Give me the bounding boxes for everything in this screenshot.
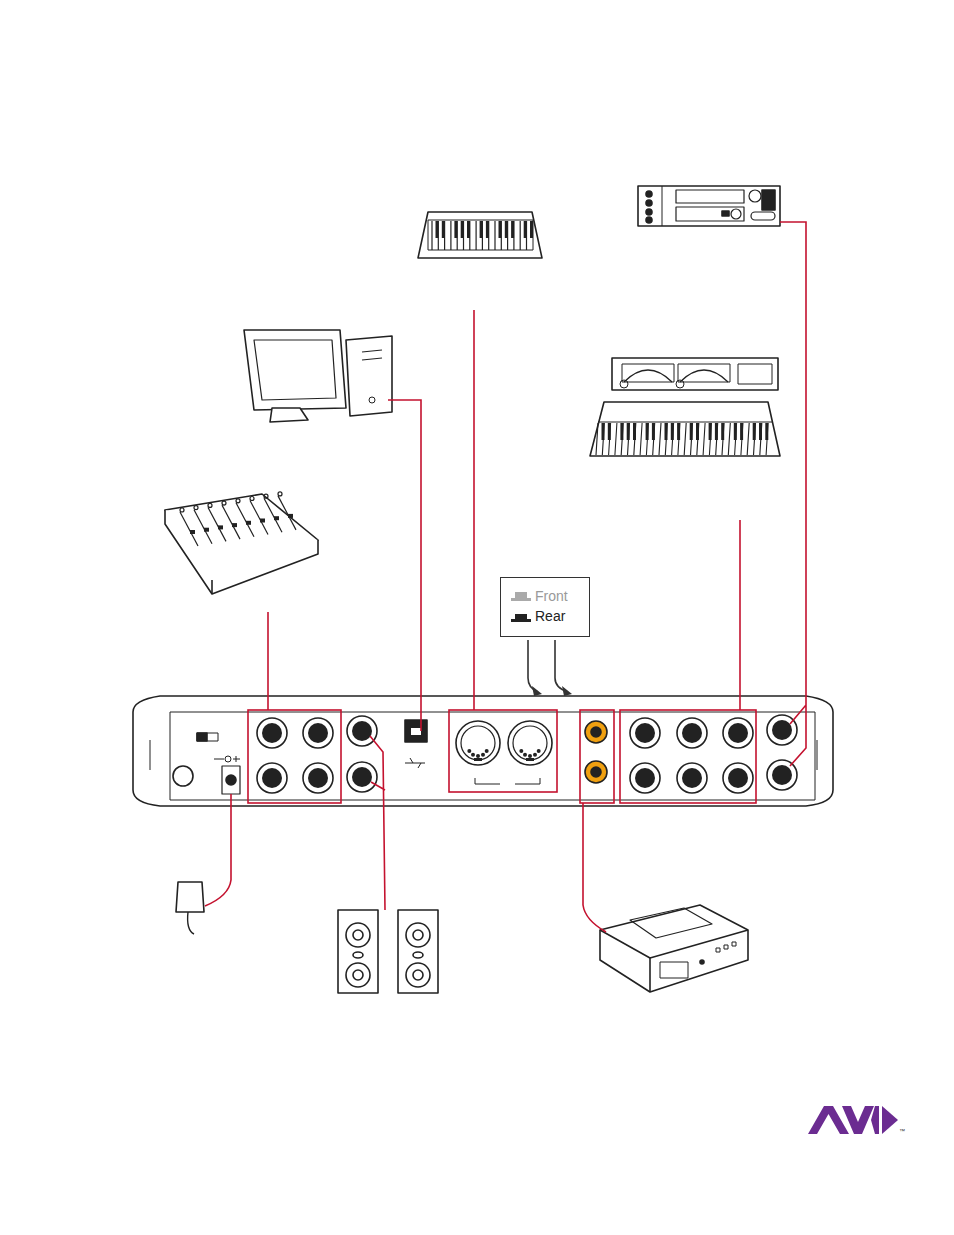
trademark-mark: ™ <box>899 1128 905 1134</box>
switch-icon <box>509 584 533 632</box>
legend-card: FrontRear <box>500 577 590 637</box>
card-text: Rear <box>535 606 581 626</box>
card-text: Front <box>535 586 581 606</box>
